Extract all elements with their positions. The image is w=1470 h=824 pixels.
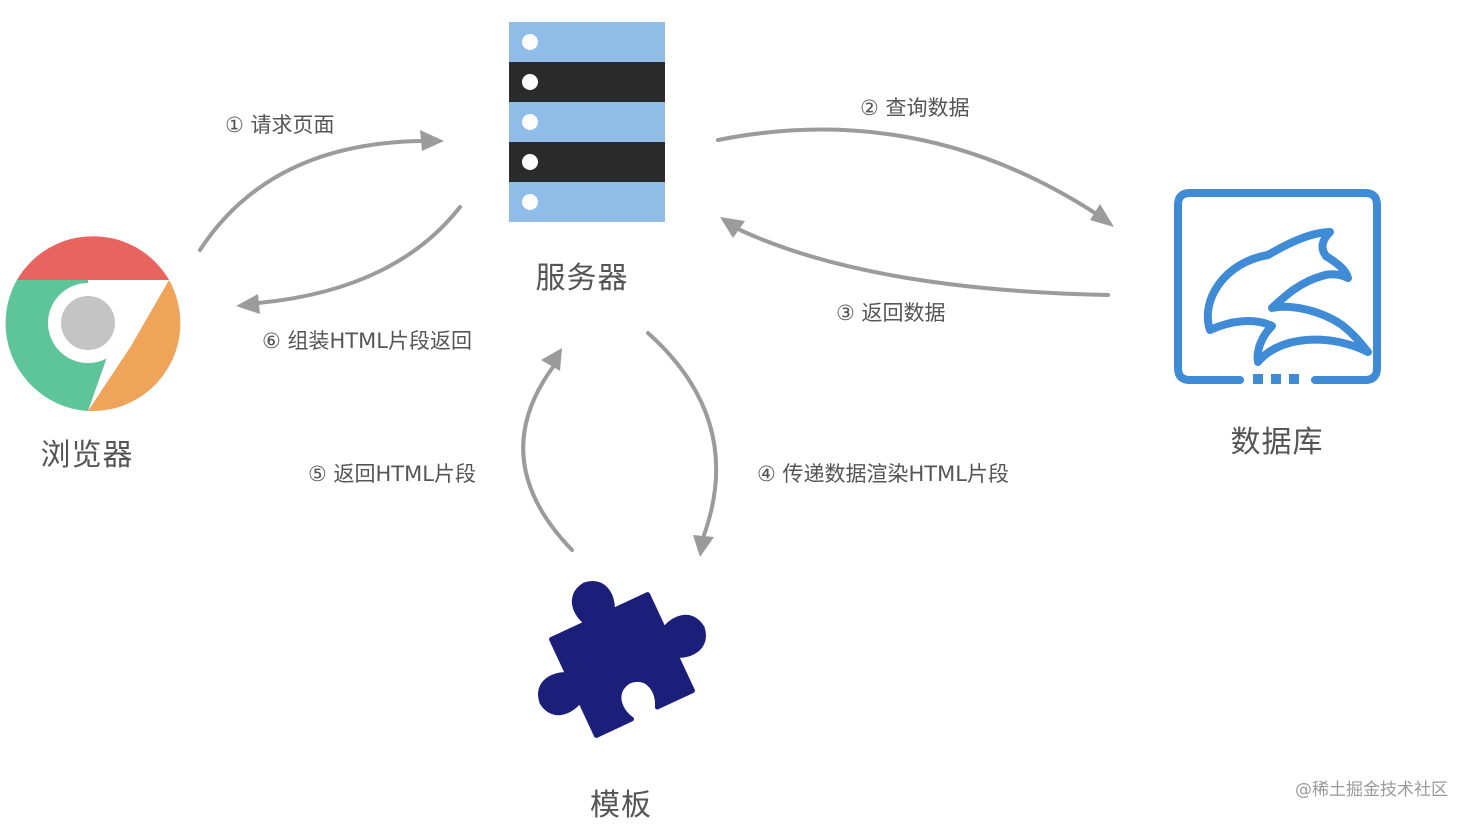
arrow-assemble-return	[256, 205, 462, 305]
arrow-request-page	[198, 139, 424, 252]
arrowhead-assemble-return	[236, 294, 260, 314]
chrome-browser-icon	[5, 236, 181, 412]
arrow-return-data	[738, 228, 1110, 297]
server-rack-icon	[509, 22, 665, 222]
arrowhead-request-page	[420, 130, 444, 151]
template-label: 模板	[590, 788, 652, 823]
edge-label-query-data: ② 查询数据	[860, 96, 970, 120]
mysql-dolphin-database-icon	[1174, 189, 1381, 384]
arrow-return-html-fragment	[521, 365, 574, 552]
edge-label-render-html: ④ 传递数据渲染HTML片段	[757, 462, 1009, 486]
browser-label: 浏览器	[40, 438, 134, 473]
puzzle-piece-icon	[538, 581, 706, 738]
edge-label-request-page: ① 请求页面	[225, 113, 335, 137]
arrow-render-html	[646, 331, 719, 537]
server-label: 服务器	[535, 261, 629, 296]
arrow-query-data	[716, 127, 1097, 215]
database-label: 数据库	[1230, 425, 1324, 460]
arrowhead-return-html-fragment	[541, 348, 562, 371]
arrowhead-return-data	[720, 217, 745, 238]
watermark: @稀土掘金技术社区	[1295, 780, 1448, 800]
edge-label-return-data: ③ 返回数据	[836, 301, 946, 325]
arrowhead-query-data	[1090, 204, 1114, 227]
arrowhead-render-html	[693, 535, 714, 557]
edge-label-assemble-return: ⑥ 组装HTML片段返回	[262, 329, 472, 353]
edge-label-return-html-fragment: ⑤ 返回HTML片段	[308, 462, 476, 486]
